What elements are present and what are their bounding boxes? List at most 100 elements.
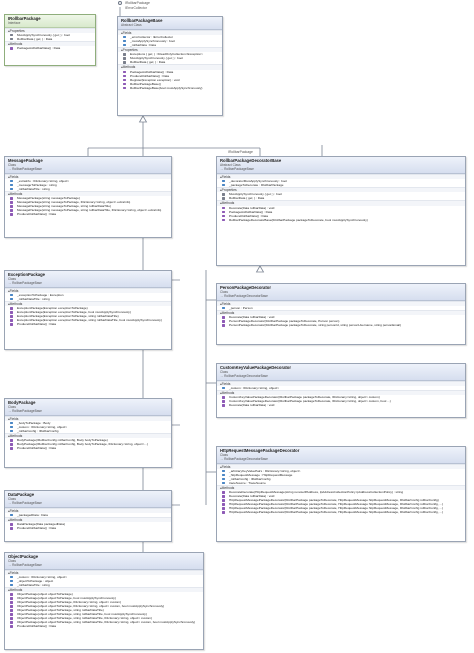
property-member: Exceptions { get; } : IReadOnlyCollectio…: [118, 52, 222, 56]
section-methods[interactable]: Methods: [5, 301, 171, 307]
section-methods[interactable]: Methods: [5, 587, 203, 593]
class-header: ExceptionPackageClassRollbarPackageBase: [5, 271, 171, 288]
field-member: _custom : IDictionary<string, object>: [217, 386, 465, 390]
section-fields[interactable]: Fields: [217, 464, 465, 470]
class-name: RollbarPackageDecoratorBase: [220, 158, 282, 163]
class-header: DataPackageClassRollbarPackageBase: [5, 491, 171, 508]
class-kind: Abstract Class: [220, 163, 241, 167]
section-methods[interactable]: Methods: [118, 64, 222, 70]
field-member: _rollbarConfig : IRollbarConfig: [5, 429, 171, 433]
class-box-message[interactable]: MessagePackageClassRollbarPackageBaseFie…: [4, 156, 172, 238]
class-header: HttpRequestMessagePackageDecoratorClassR…: [217, 447, 465, 464]
class-kind: Class: [220, 290, 228, 294]
class-kind: Class: [8, 559, 16, 563]
class-base-type: RollbarPackageBase: [8, 167, 168, 171]
method-member: ExceptionPackage(Exception exceptionToPa…: [5, 314, 171, 318]
field-member: _messageToPackage : string: [5, 183, 171, 187]
field-member: _decoratorMustApplySynchronously : bool: [217, 179, 465, 183]
method-member: RollbarPackageDecoratorBase(IRollbarPack…: [217, 218, 465, 222]
method-member: MessagePackage(string messageToPackage, …: [5, 200, 171, 204]
method-member: ProduceRollbarData() : Data: [5, 212, 171, 216]
section-methods[interactable]: Methods: [217, 390, 465, 396]
class-header: PersonPackageDecoratorClassRollbarPackag…: [217, 284, 465, 301]
method-member: RollbarPackageBase(): [118, 82, 222, 86]
class-box-person[interactable]: PersonPackageDecoratorClassRollbarPackag…: [216, 283, 466, 345]
method-member: ProduceRollbarData() : Data: [217, 214, 465, 218]
class-base-type: RollbarPackageDecoratorBase: [220, 457, 462, 461]
section-methods[interactable]: Methods: [217, 310, 465, 316]
section-properties[interactable]: Properties: [217, 187, 465, 193]
method-member: HttpRequestMessagePackageDecorator(IRoll…: [217, 506, 465, 510]
section-fields[interactable]: Fields: [217, 301, 465, 307]
section-fields[interactable]: Fields: [5, 508, 171, 514]
section-methods[interactable]: Methods: [5, 191, 171, 197]
method-member: ProduceRollbarData() : Data: [5, 322, 171, 326]
class-name: BodyPackage: [8, 400, 36, 405]
field-member: _rollbarDataTitle : string: [5, 297, 171, 301]
method-member: DataPackage(Data packagedData): [5, 522, 171, 526]
property-member: MustApplySynchronously { get; } : bool: [118, 56, 222, 60]
class-base-type: RollbarPackageBase: [8, 501, 168, 505]
class-box-exception[interactable]: ExceptionPackageClassRollbarPackageBaseF…: [4, 270, 172, 350]
method-member: PackageAsRollbarData() : Data: [5, 46, 95, 50]
class-header: ObjectPackageClassRollbarPackageBase: [5, 553, 203, 570]
property-member: MustApplySynchronously { get; } : bool: [217, 192, 465, 196]
section-methods[interactable]: Methods: [5, 433, 171, 439]
section-properties[interactable]: Properties: [5, 28, 95, 34]
method-member: HttpRequestMessagePackageDecorator(IRoll…: [217, 502, 465, 506]
method-member: Decorate(Data rollbarData) : void: [217, 206, 465, 210]
method-member: Decorate(Data rollbarData) : void: [217, 315, 465, 319]
section-fields[interactable]: Fields: [118, 30, 222, 36]
field-member: traceSource : TraceSource: [217, 481, 465, 485]
class-kind: Class: [8, 405, 16, 409]
field-member: _errorCollector : IErrorCollector: [118, 35, 222, 39]
class-box-custom[interactable]: CustomKeyValuePackageDecoratorClassRollb…: [216, 363, 466, 418]
field-member: _rollbarConfig : IRollbarConfig: [217, 477, 465, 481]
section-fields[interactable]: Fields: [5, 570, 203, 576]
method-member: ProduceRollbarData() : Data: [118, 74, 222, 78]
section-fields[interactable]: Fields: [5, 416, 171, 422]
section-fields[interactable]: Fields: [217, 381, 465, 387]
field-member: _packageToDecorate : IRollbarPackage: [217, 183, 465, 187]
field-member: _rollbarDataTitle : string: [5, 583, 203, 587]
section-methods[interactable]: Methods: [5, 41, 95, 47]
class-box-data[interactable]: DataPackageClassRollbarPackageBaseFields…: [4, 490, 172, 542]
section-fields[interactable]: Fields: [5, 174, 171, 180]
class-kind: Class: [220, 453, 228, 457]
section-fields[interactable]: Fields: [217, 174, 465, 180]
class-kind: Class: [220, 370, 228, 374]
class-name: IRollbarPackage: [8, 16, 41, 21]
field-member: _arbitraryKeyValuePairs : IDictionary<st…: [217, 469, 465, 473]
field-member: _exceptionToPackage : Exception: [5, 293, 171, 297]
method-member: HttpRequestMessagePackageDecorator(IRoll…: [217, 510, 465, 514]
class-kind: Class: [8, 497, 16, 501]
section-methods[interactable]: Methods: [217, 485, 465, 491]
class-box-http[interactable]: HttpRequestMessagePackageDecoratorClassR…: [216, 446, 466, 542]
class-base-type: RollbarPackageBase: [8, 563, 200, 567]
class-base-type: RollbarPackageBase: [8, 409, 168, 413]
method-member: MessagePackage(string messageToPackage): [5, 196, 171, 200]
property-member: RollbarData { get; } : Data: [5, 37, 95, 41]
class-box-body[interactable]: BodyPackageClassRollbarPackageBaseFields…: [4, 398, 172, 468]
method-member: Decorate(Data rollbarData) : void: [217, 494, 465, 498]
class-header: MessagePackageClassRollbarPackageBase: [5, 157, 171, 174]
class-name: CustomKeyValuePackageDecorator: [220, 365, 291, 370]
section-methods[interactable]: Methods: [5, 517, 171, 523]
property-member: MustApplySynchronously { get; } : bool: [5, 33, 95, 37]
class-box-object[interactable]: ObjectPackageClassRollbarPackageBaseFiel…: [4, 552, 204, 650]
class-name: ExceptionPackage: [8, 272, 46, 277]
class-kind: Class: [8, 163, 16, 167]
field-member: _extraInfo : IDictionary<string, object>: [5, 179, 171, 183]
section-fields[interactable]: Fields: [5, 288, 171, 294]
method-member: Decorate(Data rollbarData) : void: [217, 403, 465, 407]
method-member: ObjectPackage(object objectToPackage, st…: [5, 608, 203, 612]
field-member: _packagedData : Data: [5, 513, 171, 517]
class-box-irollbar[interactable]: IRollbarPackageInterfacePropertiesMustAp…: [4, 14, 96, 66]
section-properties[interactable]: Properties: [118, 47, 222, 53]
section-methods[interactable]: Methods: [217, 200, 465, 206]
method-member: PersonPackageDecorator(IRollbarPackage p…: [217, 319, 465, 323]
